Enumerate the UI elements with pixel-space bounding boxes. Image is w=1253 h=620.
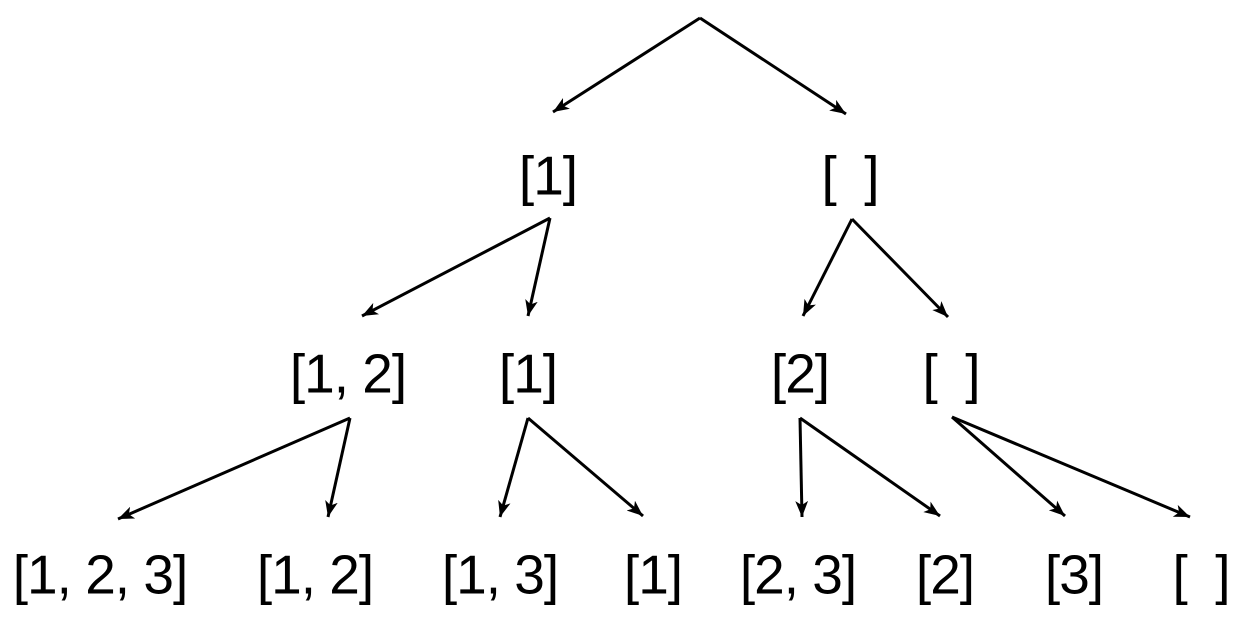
tree-node: [2, 3] <box>739 543 857 606</box>
tree-node: [1, 2] <box>289 342 407 405</box>
tree-node: [3] <box>1044 543 1104 606</box>
tree-edge-arrow <box>850 217 950 319</box>
tree-node: [2] <box>770 342 830 405</box>
tree-edge-arrow <box>525 217 552 317</box>
tree-edge-arrow <box>801 218 854 317</box>
tree-node: [1] <box>623 543 683 606</box>
tree-edge-arrow <box>552 16 701 114</box>
tree-edge-arrow <box>699 16 847 116</box>
tree-edge-arrow <box>799 416 941 518</box>
tree-node: [2] <box>915 543 975 606</box>
tree-node: [1, 2] <box>256 543 374 606</box>
tree-edge-arrow <box>325 417 352 518</box>
tree-node-empty-set: [ ] <box>821 144 879 207</box>
tree-node: [1, 3] <box>441 543 559 606</box>
tree-edge-arrow <box>498 417 530 518</box>
tree-edge-lines <box>117 16 1191 521</box>
tree-edge-arrow <box>795 417 809 518</box>
tree-edge-arrow <box>361 216 551 318</box>
tree-node-empty-set: [ ] <box>1172 543 1230 606</box>
tree-edge-arrow <box>527 416 644 518</box>
tree-edge-arrow <box>951 415 1066 518</box>
tree-edge-arrow <box>951 415 1191 519</box>
tree-node: [1] <box>518 144 578 207</box>
tree-node: [1] <box>498 342 558 405</box>
tree-edge-arrow <box>117 416 351 521</box>
tree-node-empty-set: [ ] <box>922 342 980 405</box>
tree-node: [1, 2, 3] <box>12 543 188 606</box>
